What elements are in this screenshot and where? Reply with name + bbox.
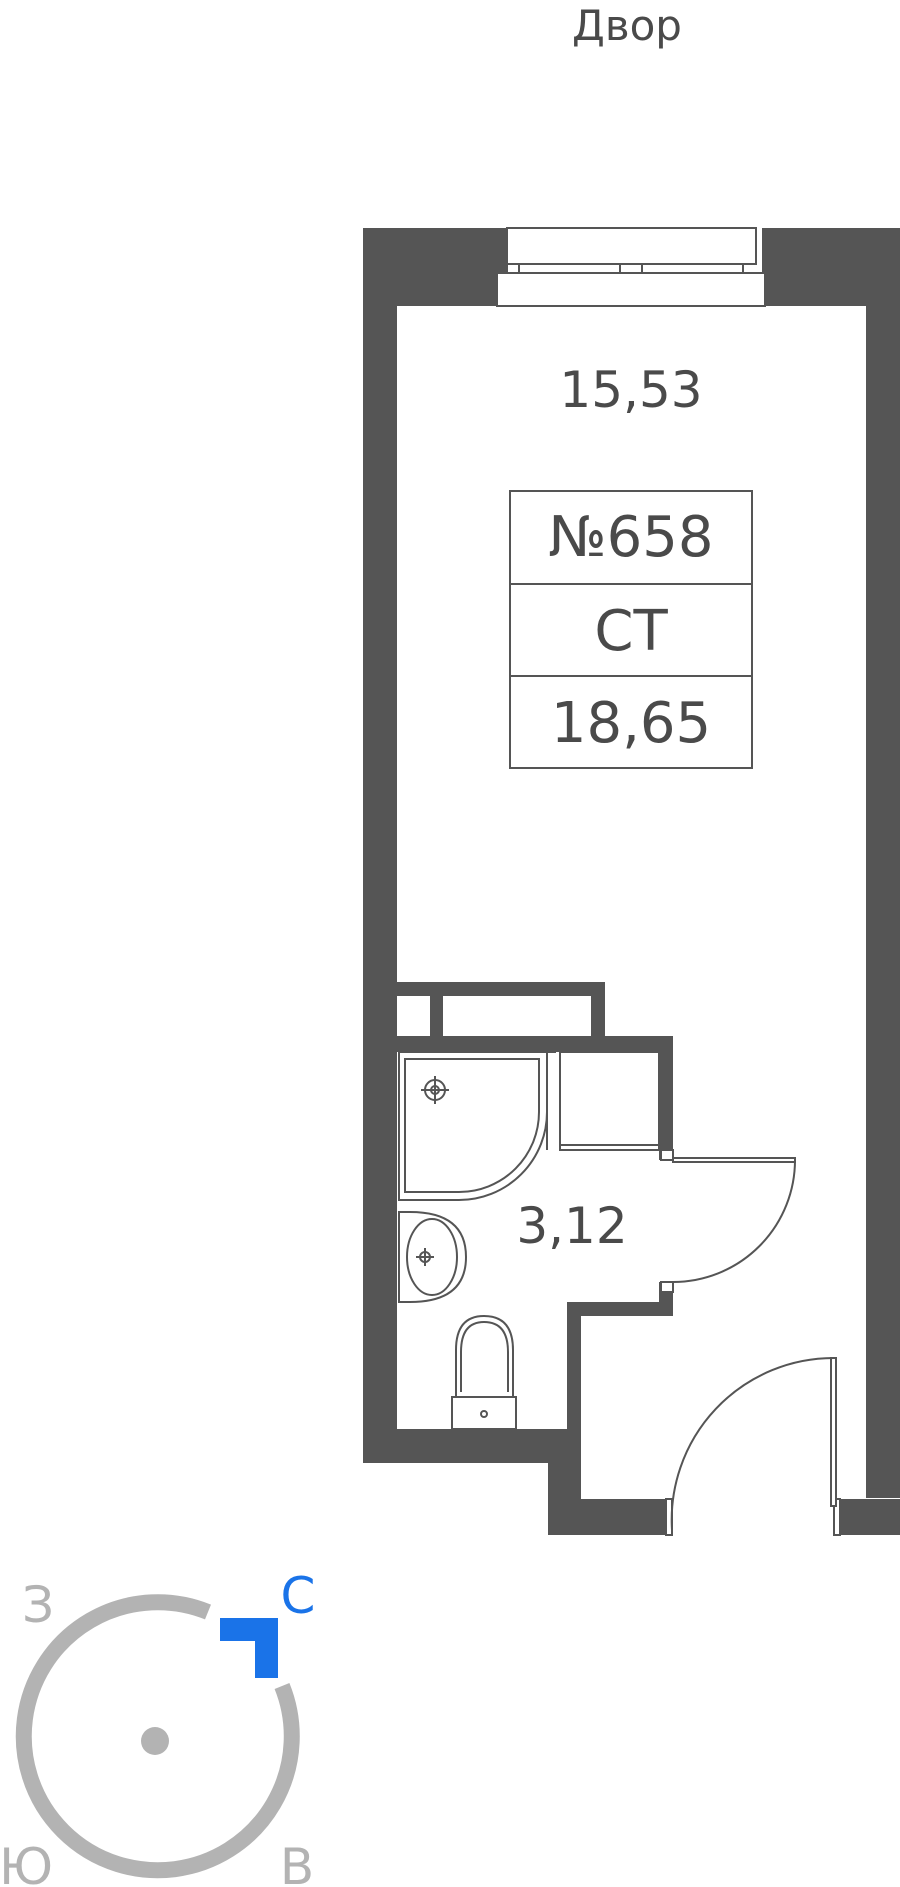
wall-right <box>866 228 900 1498</box>
window-sill <box>496 272 766 307</box>
entrance-door-leaf <box>830 1357 837 1507</box>
window-glass-left <box>518 263 621 274</box>
window-frame-outer <box>506 227 757 265</box>
bath-door-jamb-bottom <box>660 1281 674 1293</box>
apartment-number: №658 <box>548 505 713 570</box>
compass-east-label: В <box>280 1838 314 1887</box>
closet-right <box>591 982 605 1036</box>
shower-inner <box>404 1058 540 1193</box>
toilet-tank <box>451 1396 517 1430</box>
wall-bottom-bath <box>363 1429 581 1463</box>
wall-bottom-left <box>548 1499 666 1535</box>
compass-north-marker <box>220 1618 278 1678</box>
closet-cabinet <box>559 1051 660 1151</box>
closet-divider <box>430 982 443 1036</box>
wall-bath-right-upper <box>659 1036 673 1160</box>
bathroom-fixtures <box>398 1051 556 1430</box>
orientation-label: Двор <box>572 1 682 50</box>
wall-bottom-right <box>840 1499 900 1535</box>
apartment-type: СТ <box>594 599 668 664</box>
wall-bath-partition <box>567 1302 581 1462</box>
closet-top <box>397 982 605 996</box>
sink-drain-icon <box>416 1248 434 1266</box>
compass-north-label: С <box>281 1567 316 1625</box>
compass: С З Ю В <box>0 1567 315 1887</box>
wall-bath-top <box>397 1036 673 1052</box>
doors <box>660 1149 841 1536</box>
compass-ring <box>15 1594 300 1879</box>
compass-south-label: Ю <box>0 1838 53 1887</box>
walls <box>363 228 900 1535</box>
bath-door-jamb-top <box>660 1149 674 1161</box>
bathroom-area: 3,12 <box>516 1197 627 1255</box>
wall-left <box>363 228 397 1463</box>
window-glass-right <box>641 263 744 274</box>
bath-door-leaf <box>672 1157 796 1163</box>
apartment-label-box: №658 СТ 18,65 <box>509 490 753 769</box>
window <box>496 227 766 307</box>
entrance-door-swing <box>670 1356 835 1531</box>
toilet-flush-button <box>480 1410 488 1418</box>
label-box-frame <box>509 490 753 769</box>
compass-west-label: З <box>22 1576 54 1634</box>
sink-bowl <box>406 1218 458 1296</box>
living-room-area: 15,53 <box>559 361 702 419</box>
apartment-total-area: 18,65 <box>551 691 711 756</box>
bath-door-swing <box>672 1159 796 1283</box>
toilet-icon <box>455 1314 514 1397</box>
wall-bath-ledge <box>567 1302 673 1316</box>
sink-icon <box>398 1211 468 1303</box>
toilet-bowl <box>460 1320 509 1392</box>
compass-center-dot <box>141 1727 169 1755</box>
shower-icon <box>398 1051 548 1201</box>
closet <box>559 1051 660 1151</box>
shower-drain-icon <box>421 1076 449 1104</box>
